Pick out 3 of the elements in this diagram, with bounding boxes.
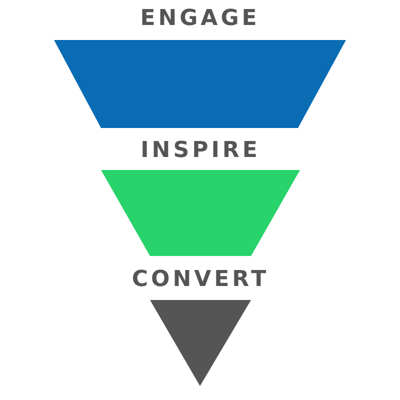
stage-heading: INSPIRE	[140, 138, 260, 164]
stage-heading: ENGAGE	[140, 6, 260, 32]
stage-heading: CONVERT	[132, 267, 270, 293]
